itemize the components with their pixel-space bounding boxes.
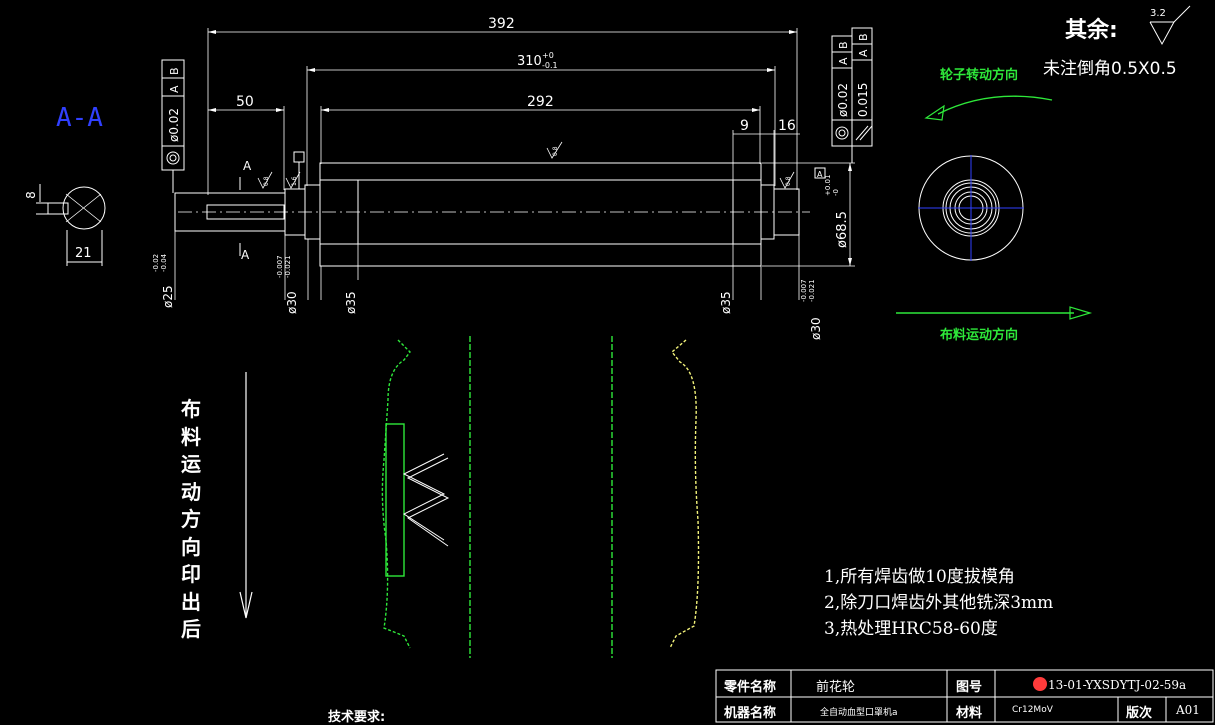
- vertical-char: 布: [181, 397, 201, 421]
- roughness-mark-3: 0.8: [552, 146, 559, 156]
- material: Cr12MoV: [1012, 705, 1053, 715]
- tol-right-bottom-datum2: B: [857, 33, 870, 41]
- section-key-label: 8: [23, 191, 38, 199]
- section-label: A-A: [56, 103, 103, 133]
- dimension-arrows: [208, 30, 852, 266]
- datum-box-label: A: [817, 170, 823, 179]
- wheel-rotation-label: 轮子转动方向: [940, 68, 1019, 83]
- wheel-side-view: [918, 155, 1024, 261]
- version: A01: [1176, 703, 1200, 717]
- section-mark-top: A: [243, 159, 252, 173]
- note-3: 3,热处理HRC58-60度: [824, 619, 998, 639]
- note-2: 2,除刀口焊齿外其他铣深3mm: [824, 593, 1054, 613]
- roughness-mark-1: 0.8: [263, 176, 270, 186]
- vertical-char: 料: [181, 424, 201, 449]
- tol-left-datum2: B: [168, 67, 181, 75]
- tolerance-frame-right: [814, 27, 873, 179]
- machine-name-label: 机器名称: [724, 706, 777, 721]
- dim-d30-left: ø30: [285, 291, 299, 314]
- dim-d25: ø25: [161, 285, 175, 308]
- tol-right-top-datum2: B: [837, 41, 850, 49]
- dim-d30-right-tol-lower: -0.021: [808, 279, 816, 302]
- title-block: [715, 669, 1214, 723]
- roughness-mark-2: 1.6: [291, 176, 298, 186]
- dim-right-16: 16: [778, 118, 796, 134]
- material-label: 材料: [956, 706, 983, 721]
- tol-left-datum1: A: [168, 85, 181, 93]
- vertical-char: 向: [181, 534, 201, 559]
- dim-d35-left: ø35: [344, 291, 358, 314]
- tol-right-top-datum1: A: [837, 57, 850, 65]
- process-notes: 1,所有焊齿做10度拔模角 2,除刀口焊齿外其他铣深3mm 3,热处理HRC58…: [824, 564, 1053, 642]
- print-direction-arrow: [239, 372, 253, 619]
- tol-left-value: ø0.02: [167, 108, 181, 142]
- version-label: 版次: [1126, 706, 1153, 721]
- roughness-value: 3.2: [1150, 8, 1166, 19]
- vertical-char: 动: [181, 479, 201, 504]
- tech-requirements: 技术要求:: [328, 710, 386, 725]
- dimension-lines: [174, 28, 855, 300]
- section-view: [36, 184, 106, 266]
- dim-left-50: 50: [236, 94, 254, 110]
- tolerance-frame-left: [161, 59, 185, 193]
- wheel-rotation-arrow: [924, 95, 1053, 121]
- part-name-label: 零件名称: [724, 680, 777, 695]
- remaining-label: 其余:: [1065, 18, 1118, 43]
- dim-d25-tol-lower: -0.04: [160, 253, 168, 272]
- rotated-dims: ø25 -0.02 -0.04 ø30 -0.007 -0.021 ø35 ø3…: [152, 175, 850, 340]
- vertical-char: 出: [181, 589, 201, 614]
- cloth-motion-arrow: [896, 306, 1093, 320]
- chamfer-note: 未注倒角0.5X0.5: [1043, 59, 1177, 79]
- drawing-no-label: 图号: [956, 680, 983, 695]
- tol-right-bottom-datum1: A: [857, 49, 870, 57]
- machine-name: 全自动血型口罩机a: [820, 708, 898, 718]
- dim-d30-right: ø30: [809, 317, 823, 340]
- dim-right-9: 9: [740, 118, 749, 134]
- shaft-outline: [174, 162, 810, 267]
- datum-box-left: [293, 151, 305, 189]
- section-mark-bottom: A: [241, 248, 250, 262]
- drawing-no: 13-01-YXSDYTJ-02-59a: [1048, 678, 1187, 692]
- vertical-char: 印: [181, 562, 201, 586]
- dim-d68: ø68.5: [835, 211, 850, 248]
- dim-mid-tol-upper: +0: [542, 51, 554, 60]
- dim-mid-tol-lower: -0.1: [542, 61, 558, 70]
- roughness-marks: [257, 141, 795, 189]
- cloth-motion-label: 布料运动方向: [940, 328, 1019, 343]
- dim-d68-tol-upper: +0.01: [824, 175, 832, 196]
- note-1: 1,所有焊齿做10度拔模角: [824, 567, 1015, 587]
- dim-d30-left-tol-lower: -0.021: [284, 255, 292, 278]
- tol-right-top-value: ø0.02: [836, 83, 850, 117]
- section-width-label: 21: [75, 246, 92, 261]
- vertical-char: 方: [181, 507, 201, 531]
- tol-right-bottom-value: 0.015: [856, 83, 870, 117]
- roughness-mark-4: 0.8: [785, 176, 792, 186]
- vertical-print-label: 布 料 运 动 方 向 印 出 后: [176, 396, 206, 644]
- vertical-char: 运: [181, 452, 201, 476]
- part-name: 前花轮: [816, 680, 856, 695]
- dim-overall-392: 392: [488, 16, 515, 32]
- dim-d30-left-tol-upper: -0.007: [276, 255, 284, 278]
- dim-d30-right-tol-upper: -0.007: [800, 279, 808, 302]
- red-mark: [1033, 677, 1047, 691]
- dim-d35-right: ø35: [719, 291, 733, 314]
- dim-mid-310: 310: [517, 54, 542, 69]
- roughness-symbol: [1149, 5, 1191, 46]
- dim-d68-tol-lower: -0: [832, 189, 840, 196]
- dim-d25-tol-upper: -0.02: [152, 254, 160, 272]
- weld-pattern: [381, 336, 700, 658]
- dim-body-292: 292: [527, 94, 554, 110]
- vertical-char: 后: [181, 617, 201, 641]
